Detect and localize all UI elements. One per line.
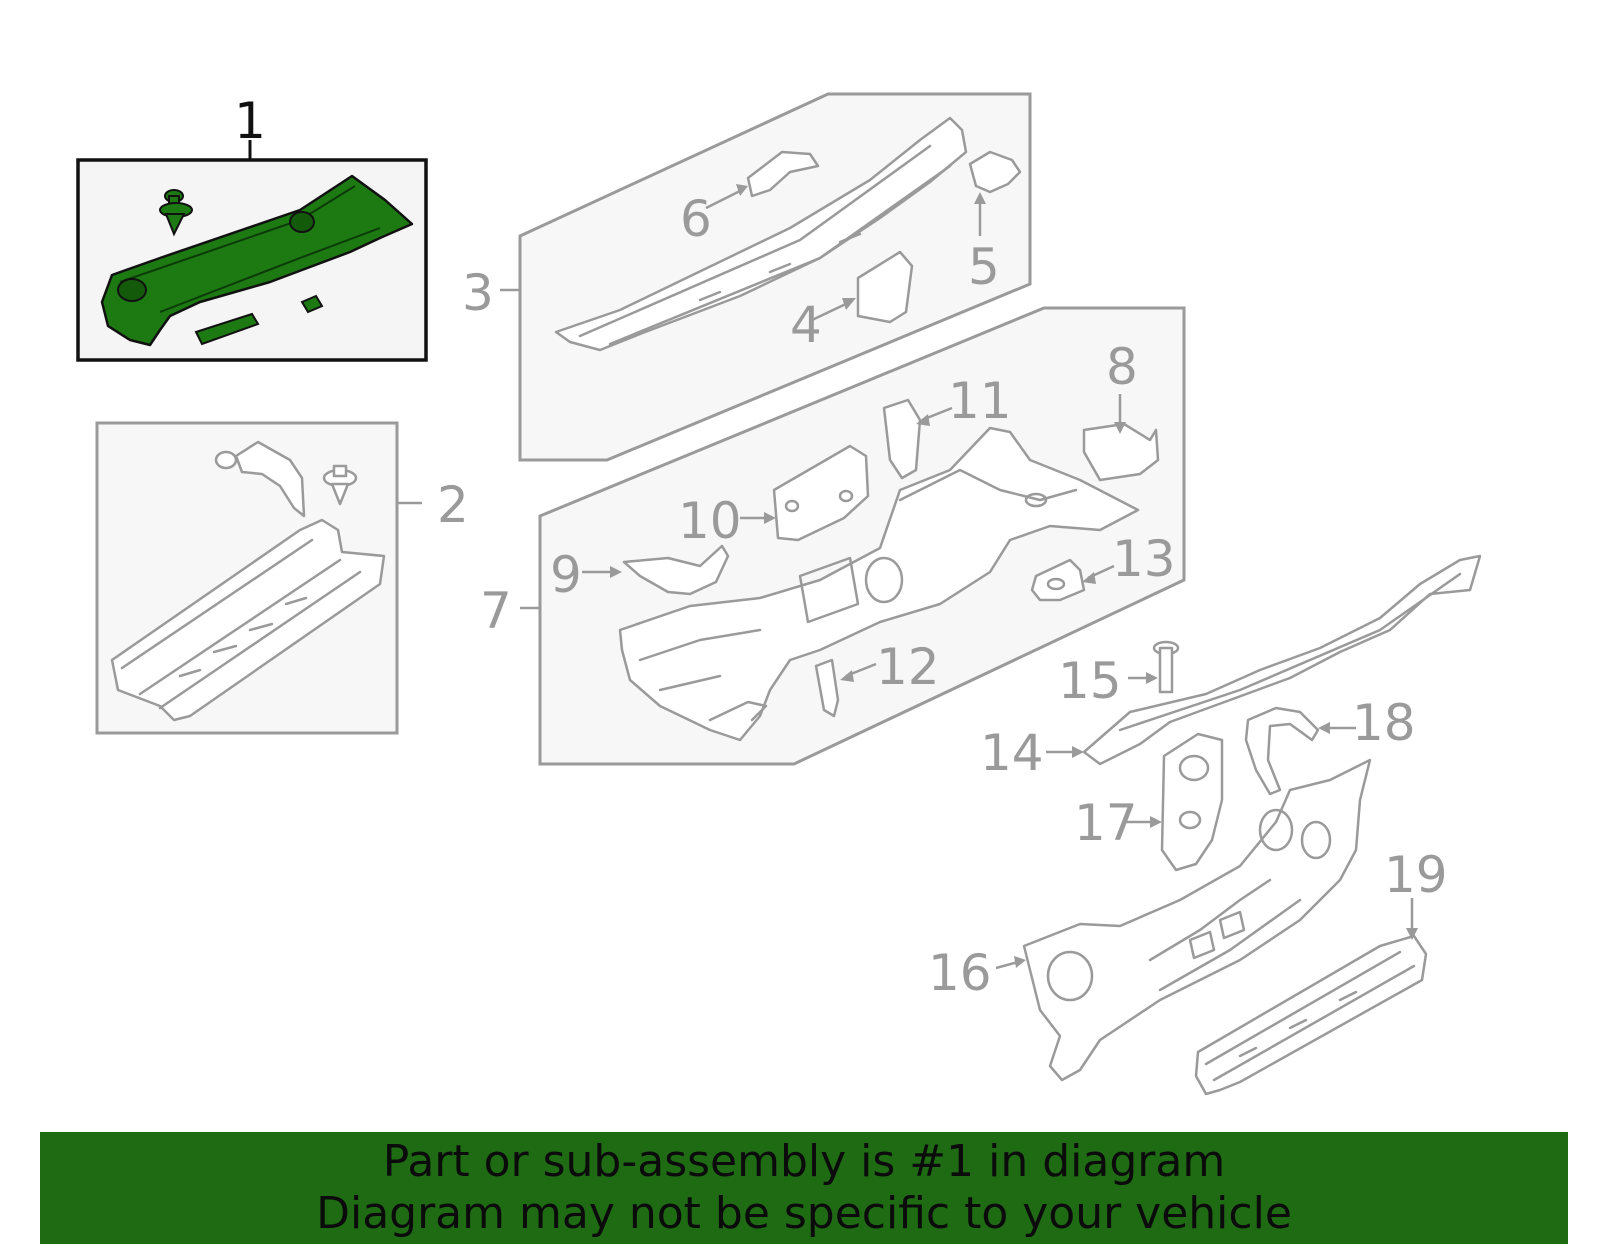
callout-8: 8: [1106, 338, 1138, 396]
part-3-group[interactable]: 3 6 5 4: [462, 92, 1032, 462]
part-15-bolt[interactable]: 15: [1058, 640, 1180, 710]
callout-4: 4: [790, 296, 822, 354]
callout-12: 12: [876, 638, 940, 696]
callout-19: 19: [1384, 846, 1448, 904]
callout-7: 7: [480, 582, 512, 640]
banner-line-1: Part or sub-assembly is #1 in diagram: [382, 1136, 1226, 1187]
part-18-seal[interactable]: 18: [1244, 694, 1416, 796]
bracket-part-10: [772, 444, 870, 542]
callout-10: 10: [678, 492, 742, 550]
callout-6: 6: [680, 190, 712, 248]
callout-15: 15: [1058, 652, 1122, 710]
callout-16: 16: [928, 944, 992, 1002]
dash-upper-panel: [618, 426, 1140, 742]
part-16-dash-panel[interactable]: 16: [928, 758, 1372, 1082]
bolt-icon: [159, 189, 193, 237]
part-1-group[interactable]: 1: [76, 92, 428, 362]
bracket-part-8: [1082, 422, 1160, 482]
bracket-part-11: [882, 398, 922, 480]
cowl-panel-highlighted: [100, 174, 414, 347]
bracket-part-13: [1030, 558, 1086, 602]
callout-9: 9: [550, 546, 582, 604]
info-banner: Part or sub-assembly is #1 in diagram Di…: [40, 1132, 1568, 1244]
bracket-part-5: [968, 150, 1022, 194]
callout-1: 1: [234, 92, 266, 150]
part-2-group[interactable]: 2: [95, 421, 469, 735]
cowl-extension-panel: [110, 518, 386, 722]
clip-icon: [214, 440, 306, 518]
bracket-part-9: [622, 544, 730, 596]
part-7-group[interactable]: 7 11 8 10: [480, 306, 1186, 766]
callout-17: 17: [1074, 794, 1138, 852]
bracket-part-12: [814, 658, 840, 718]
part-17-bracket[interactable]: 17: [1074, 732, 1224, 872]
bracket-part-6: [746, 150, 820, 198]
callout-13: 13: [1112, 530, 1176, 588]
part-14-reinforcement[interactable]: 14: [980, 554, 1482, 782]
cowl-top-panel: [554, 116, 968, 352]
banner-line-2: Diagram may not be specific to your vehi…: [316, 1188, 1292, 1239]
callout-14: 14: [980, 724, 1044, 782]
callout-3: 3: [462, 264, 494, 322]
bracket-part-4: [856, 250, 914, 324]
bolt-icon: [322, 464, 358, 506]
callout-11: 11: [948, 372, 1012, 430]
callout-5: 5: [968, 238, 1000, 296]
callout-18: 18: [1352, 694, 1416, 752]
callout-2: 2: [437, 476, 469, 534]
part-19-crossmember[interactable]: 19: [1194, 846, 1448, 1096]
